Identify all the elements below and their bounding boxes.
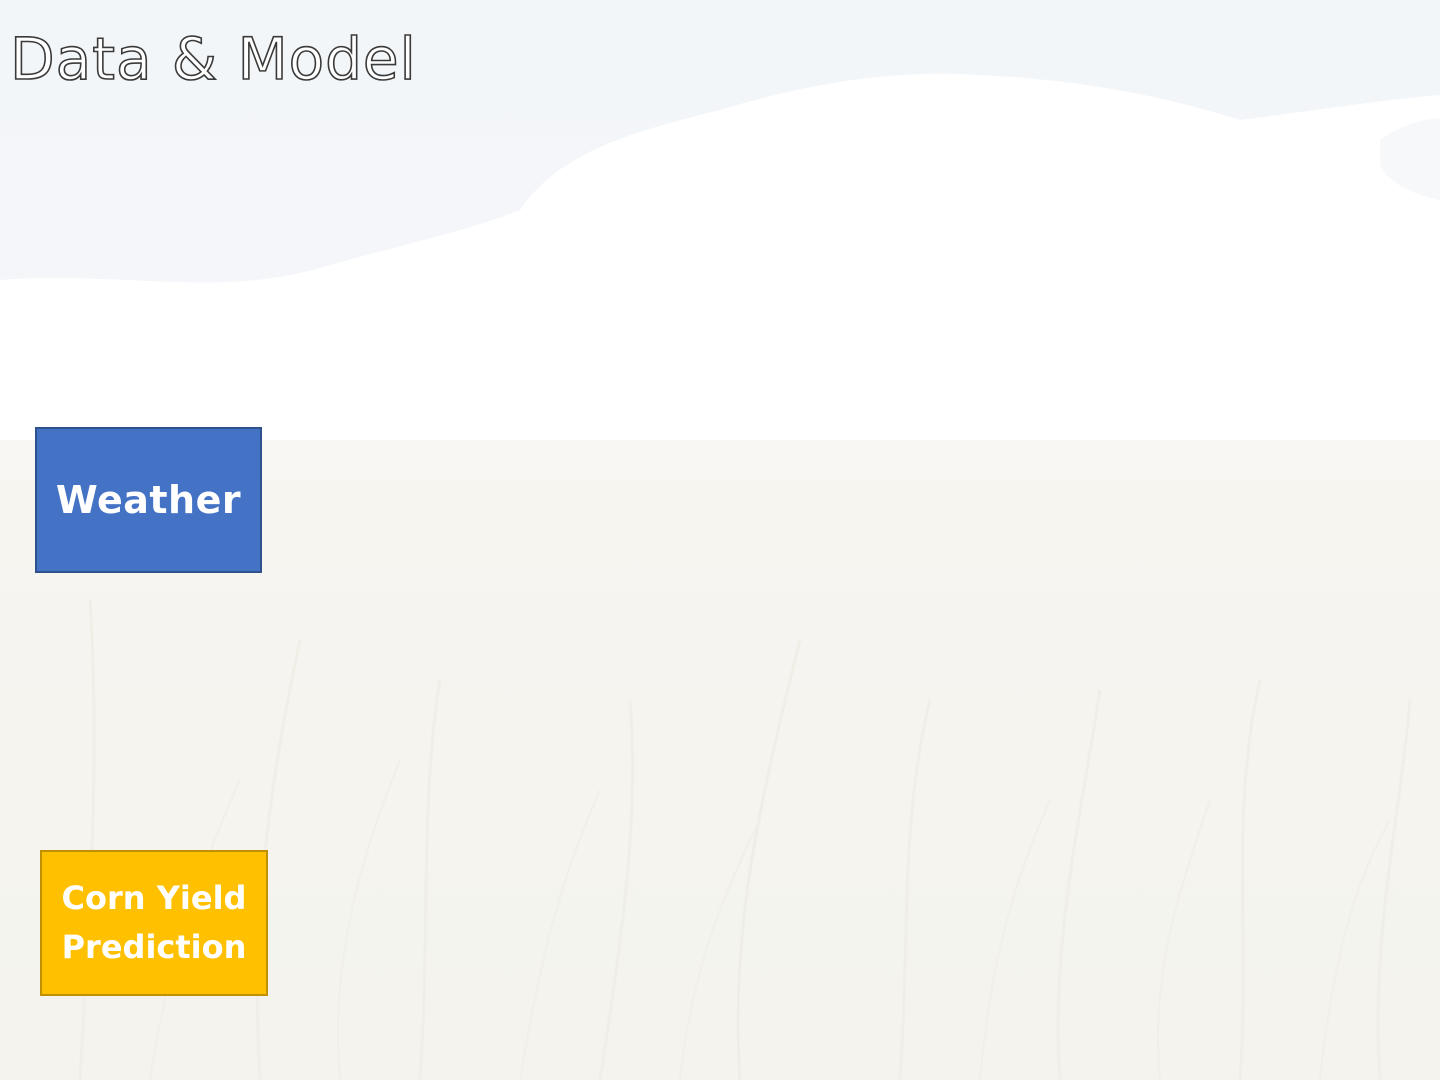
- weather-box[interactable]: Weather: [35, 427, 262, 573]
- corn-yield-prediction-box[interactable]: Corn Yield Prediction: [40, 850, 268, 996]
- weather-box-label: Weather: [55, 478, 242, 522]
- slide-title: Data & Model: [9, 24, 417, 94]
- corn-yield-prediction-label: Corn Yield Prediction: [61, 879, 247, 966]
